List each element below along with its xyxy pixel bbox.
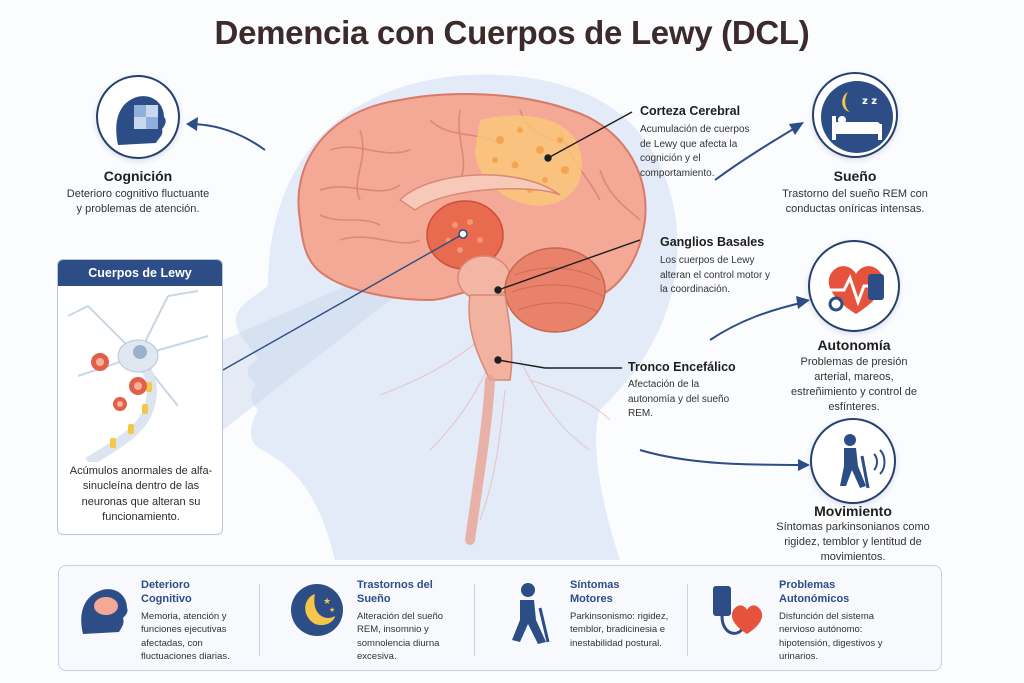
- summary-title: Trastornos del Sueño: [357, 579, 433, 605]
- summary-item-sueno: ★ ★ Trastornos del Sueño Alteración del …: [269, 566, 469, 672]
- movimiento-symbol: [810, 418, 896, 504]
- summary-desc: Memoria, atención y funciones ejecutivas…: [141, 611, 230, 662]
- divider: [474, 584, 475, 656]
- summary-title: Deterioro Cognitivo: [141, 579, 192, 605]
- svg-text:★: ★: [329, 606, 335, 614]
- neuron-illustration: [67, 290, 209, 462]
- svg-text:z z: z z: [862, 96, 877, 107]
- autonomia-symbol: [808, 240, 900, 332]
- sueno-desc: Trastorno del sueño REM con conductas on…: [782, 188, 928, 215]
- head-puzzle-icon: [116, 96, 166, 145]
- sueno-symbol: z z: [812, 72, 898, 158]
- summary-title: Síntomas Motores: [570, 579, 620, 605]
- autonomia-title: Autonomía: [817, 337, 891, 353]
- summary-item-cognitivo: Deterioro Cognitivo Memoria, atención y …: [59, 566, 259, 672]
- corteza-title: Corteza Cerebral: [640, 104, 741, 118]
- autonomia-desc: Problemas de presión arterial, mareos, e…: [791, 356, 917, 413]
- blood-pressure-icon: [713, 586, 763, 635]
- divider: [687, 584, 688, 656]
- ganglios-title: Ganglios Basales: [660, 235, 765, 249]
- cognicion-title: Cognición: [103, 168, 173, 184]
- svg-text:★: ★: [323, 597, 331, 607]
- tronco-desc: Afectación de la autonomía y del sueño R…: [628, 379, 730, 419]
- summary-item-motores: Síntomas Motores Parkinsonismo: rigidez,…: [484, 566, 684, 672]
- page-title: Demencia con Cuerpos de Lewy (DCL): [214, 14, 810, 51]
- movimiento-desc: Síntomas parkinsonianos como rigidez, te…: [776, 521, 930, 563]
- cognicion-desc: Deterioro cognitivo fluctuante y problem…: [66, 188, 210, 215]
- sueno-title: Sueño: [833, 168, 877, 184]
- ganglios-desc: Los cuerpos de Lewy alteran el control m…: [660, 255, 771, 295]
- summary-desc: Disfunción del sistema nervioso autónomo…: [779, 611, 883, 662]
- summary-title: Problemas Autonómicos: [779, 579, 850, 605]
- walking-person-icon: [512, 583, 550, 644]
- tronco-title: Tronco Encefálico: [628, 360, 736, 374]
- bed-moon-icon: z z: [821, 81, 893, 153]
- divider: [259, 584, 260, 656]
- lewy-box-title: Cuerpos de Lewy: [58, 260, 222, 286]
- movimiento-title: Movimiento: [814, 503, 892, 519]
- walking-cane-icon: [840, 434, 886, 489]
- cognicion-symbol: [96, 75, 180, 159]
- heart-pressure-icon: [828, 266, 884, 314]
- summary-desc: Parkinsonismo: rigidez, temblor, bradici…: [570, 611, 669, 649]
- summary-desc: Alteración del sueño REM, insomnio y som…: [357, 611, 444, 662]
- bottom-summary-panel: Deterioro Cognitivo Memoria, atención y …: [58, 565, 942, 671]
- summary-item-autonomicos: Problemas Autonómicos Disfunción del sis…: [695, 566, 935, 672]
- lewy-box-desc: Acúmulos anormales de alfa-sinucleína de…: [69, 465, 213, 524]
- corteza-desc: Acumulación de cuerpos de Lewy que afect…: [640, 124, 750, 179]
- brain-head-icon: [81, 589, 128, 634]
- moon-stars-icon: ★ ★: [291, 584, 343, 636]
- lewy-bodies-box: Cuerpos de Lewy Acúmulos anormales de al…: [57, 259, 223, 535]
